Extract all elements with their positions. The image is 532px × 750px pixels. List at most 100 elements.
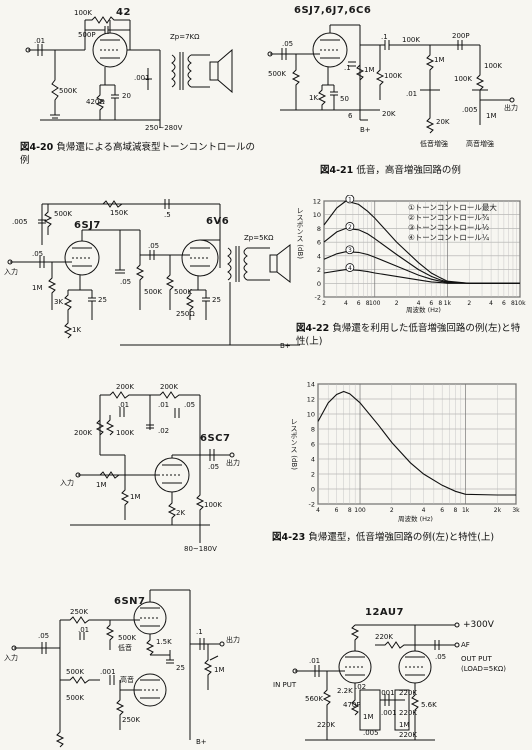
fig-6sn7-label-c-o: .1 [196,628,203,636]
fig421-caption-number: 図4-21 [320,165,354,176]
chart2-xlabel: 周波数 (Hz) [398,515,433,523]
fig422-label-r2: 150K [110,209,128,217]
x-tick-label: 4 [316,507,320,514]
y-tick-label: 2 [311,471,315,479]
chart1-legend-item-2: ②トーンコントロール¾ [408,213,490,222]
fig-12au7-label-c1: .05 [435,653,447,661]
fig-12au7-label-out: OUT PUT [461,655,492,663]
fig421-label-c-k: 50 [340,95,349,103]
fig420-label-c-k: 20 [122,92,131,100]
y-tick-label: 2 [317,266,321,274]
fig422-caption-text: 負帰還を利用した低音増強回路の例(左)と特性(上) [296,323,521,347]
y-tick-label: 4 [311,456,315,464]
fig421-caption-text: 低音，高音増強回路の例 [356,165,461,176]
fig422-label-r-g: 1M [32,284,43,292]
fig423-tube-label: 6SC7 [200,433,231,444]
fig422-tube-1: 6SJ7 [74,220,101,231]
fig-12au7-label-c-in: .01 [309,657,321,665]
chart1-legend-item-1: ①トーンコントロール最大 [408,203,497,212]
fig423-schematic [70,391,235,543]
fig422-caption: 図4-22 負帰還を利用した低音増強回路の例(左)と特性(上) [296,322,522,348]
fig-12au7-label-r5: 220K [399,709,417,717]
fig-6sn7-tube-label: 6SN7 [114,596,146,607]
fig-6sn7-label-treble: 高音 [120,676,134,684]
y-tick-label: 10 [313,211,321,219]
fig423-label-b: 80~180V [184,545,217,553]
fig421-label-r4: 20K [436,118,450,126]
y-tick-label: 0 [311,486,315,494]
y-tick-label: 6 [311,441,315,449]
fig-12au7-label-af: AF [461,641,470,649]
fig-12au7-label-c6: .005 [363,729,379,737]
fig421-label-c3: .01 [406,90,418,98]
fig423-label-c-o: .05 [208,463,220,471]
fig-12au7-label-r-g: 560K [305,695,323,703]
fig421-label-treble: 高音増強 [466,140,494,148]
curve-marker-4 [345,263,355,272]
fig422-label-c2: .5 [164,211,171,219]
fig-12au7-label-in: IN PUT [273,681,297,689]
x-tick-label: 6 [440,507,444,514]
y-tick-label: 12 [313,198,321,206]
x-tick-label: 10k [514,300,526,307]
fig421-label-c-s: .1 [344,64,351,72]
fig-6sn7-label-r3: 1.5K [156,638,172,646]
fig423-label-r2: 200K [160,383,178,391]
y-tick-label: 0 [317,280,321,288]
curve-marker-3 [345,245,355,255]
fig423-caption: 図4-23 負帰還型，低音増強回路の例(左)と特性(上) [272,531,528,544]
figure-4-21: 6SJ7,6J7,6C6 .05 500K 1K 50 .1 1M 100K .… [260,0,532,180]
fig420-tube-label: 42 [116,7,131,18]
fig421-label-r1: 100K [402,36,420,44]
fig422-label-c-s: .05 [120,278,132,286]
figure-4-20: 42 .01 100K 500P 500K 420Ω 20 .001 Zp=7K… [0,0,260,180]
figure-12au7-tone: 12AU7 +300V .01 IN PUT 220K .05 AF OUT P… [265,605,532,750]
fig423-caption-text: 負帰還型，低音増強回路の例(左)と特性(上) [308,532,495,543]
x-tick-label: 6 [502,300,506,307]
fig-6sn7-label-out: 出力 [226,636,240,644]
fig423-caption-number: 図4-23 [272,532,306,543]
y-tick-label: 8 [317,225,321,233]
fig420-caption-number: 図4-20 [20,142,54,153]
x-tick-label: 8 [511,300,515,307]
fig422-schematic [7,199,300,346]
fig422-label-c-in: .05 [32,250,44,258]
y-tick-label: 10 [307,411,315,419]
curve-marker-label-3: 3 [348,247,352,254]
fig423-label-c3: .05 [184,401,196,409]
fig421-label-r7: 1M [486,112,497,120]
fig422-label-r-k2: 1K [72,326,82,334]
fig421-label-out: 出力 [504,104,518,112]
fig423-label-c2: .01 [158,401,170,409]
fig-12au7-label-load: (LOAD=5KΩ) [461,665,506,673]
fig-12au7-label-c5: .001 [381,709,397,717]
fig421-tube-label: 6SJ7,6J7,6C6 [294,5,372,16]
curve-marker-label-2: 2 [348,224,352,231]
fig422-label-r-k: 3K [54,298,64,306]
fig421-label-r2: 1M [434,56,445,64]
x-tick-label: 6 [335,507,339,514]
fig423-label-r-p: 100K [204,501,222,509]
fig422-label-c-k2: 25 [212,296,221,304]
chart2-ylabel: レスポンス (dB) [290,418,298,470]
chart1-xlabel: 周波数 (Hz) [406,306,441,314]
fig-6sn7-label-c-in: .05 [38,632,50,640]
x-tick-label: 2 [390,507,394,514]
x-tick-label: 3k [512,507,520,514]
chart1-ylabel: レスポンス (dB) [296,207,304,259]
fig-6sn7-label-c1: .01 [78,626,90,634]
fig421-label-c-in: .05 [282,40,294,48]
x-tick-label: 8 [348,507,352,514]
fig-12au7-label-c4: .001 [379,689,395,697]
fig421-label-r-k: 1K [309,94,319,102]
fig-12au7-label-r8: 5.6K [421,701,437,709]
curve-marker-1 [345,195,355,204]
fig423-label-c4: .02 [158,427,170,435]
fig421-label-r5: 6 [348,112,353,120]
fig421-caption: 図4-21 低音，高音増強回路の例 [320,164,530,177]
fig423-label-r-g2: 1M [130,493,141,501]
fig-12au7-label-r7: 220K [317,721,335,729]
fig421-label-r8: 100K [484,62,502,70]
